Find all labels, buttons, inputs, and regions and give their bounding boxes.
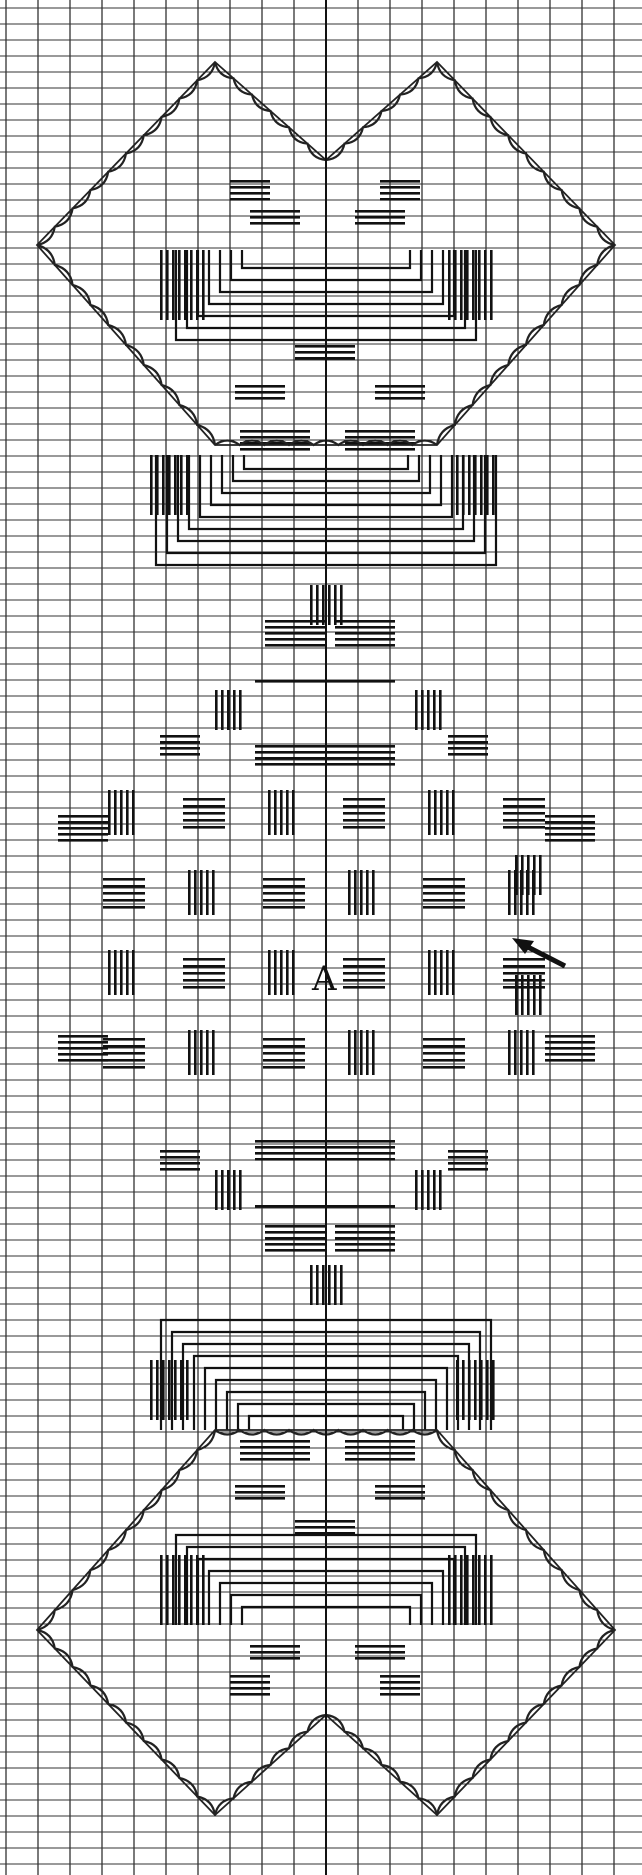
horizontal-stitch-block [235,385,285,400]
center-label: A [311,959,337,999]
horizontal-stitch-block [250,1645,300,1660]
horizontal-stitch-block [355,1645,405,1660]
horizontal-stitch-block [250,210,300,225]
horizontal-stitch-block [235,1485,285,1500]
horizontal-stitch-block [355,210,405,225]
horizontal-stitch-block [375,385,425,400]
horizontal-stitch-block [375,1485,425,1500]
